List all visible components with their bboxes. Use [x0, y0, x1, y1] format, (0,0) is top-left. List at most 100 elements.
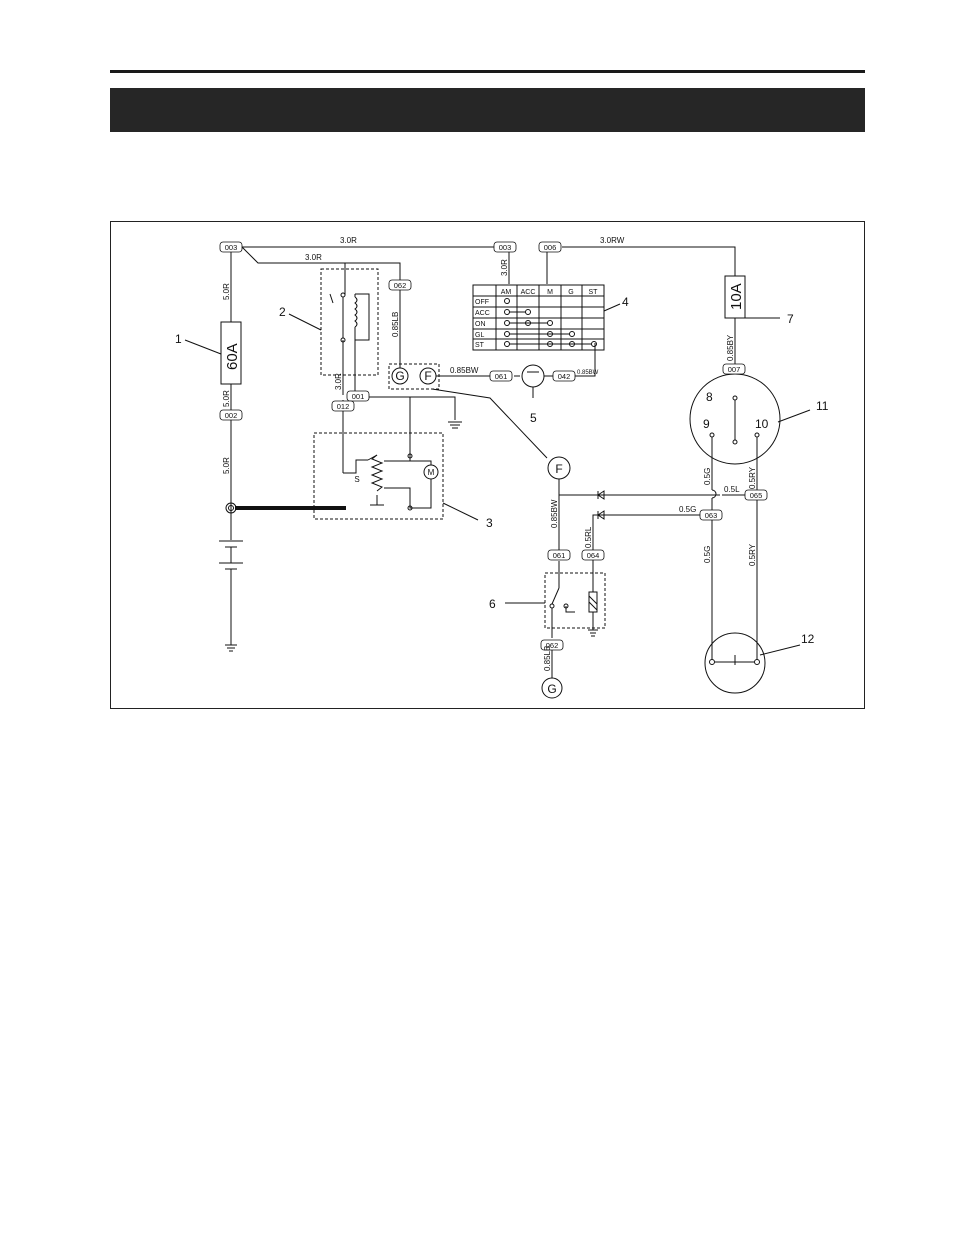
wire-label: 0.5RL [584, 526, 593, 548]
wire-label: 0.85LB [391, 312, 400, 337]
tag-061: 061 [495, 372, 508, 381]
indicator-lamp [522, 365, 544, 387]
wire-line [343, 460, 368, 473]
lamp-terminal [710, 660, 715, 665]
callout-11: 11 [816, 399, 829, 413]
relay-coil [355, 297, 357, 327]
switch-internal-contact [733, 440, 737, 444]
oil-switch-contact [550, 604, 554, 608]
callout-8: 8 [706, 390, 713, 404]
tag-062: 062 [394, 281, 407, 290]
switch-contact [570, 332, 575, 337]
callout-leader [604, 304, 620, 311]
table-header: ST [589, 289, 599, 296]
tag-003: 003 [499, 243, 512, 252]
table-row-label: ON [475, 321, 486, 328]
switch-terminal-8 [733, 396, 737, 400]
wire-line [384, 456, 410, 461]
wire-label: 0.5G [703, 546, 712, 563]
tag-061: 061 [553, 551, 566, 560]
wire-label: 3.0R [334, 373, 343, 390]
switch-terminal-10 [755, 433, 759, 437]
lamp-terminal [755, 660, 760, 665]
switch-contact [505, 299, 510, 304]
tag-064: 064 [587, 551, 600, 560]
tag-042: 042 [558, 372, 571, 381]
callout-10: 10 [755, 417, 769, 431]
wire-crossover [712, 490, 716, 498]
switch-contact [505, 321, 510, 326]
wire-label: 0.5G [703, 468, 712, 485]
relay-contact [341, 293, 345, 297]
solenoid-s-label: S [354, 475, 359, 484]
alternator-f-label: F [555, 462, 562, 476]
callout-9: 9 [703, 417, 710, 431]
callout-6: 6 [489, 597, 496, 611]
table-header: M [547, 289, 553, 296]
wire-label: 0.5RY [748, 543, 757, 566]
callout-leader [778, 410, 810, 422]
table-row-label: GL [475, 332, 484, 339]
alternator-g-label: G [395, 369, 404, 383]
wire-label: 0.85BW [450, 366, 479, 375]
callout-leader [443, 503, 478, 520]
tag-012: 012 [337, 402, 350, 411]
wire-label: 3.0R [305, 253, 322, 262]
switch-contact [548, 321, 553, 326]
callout-2: 2 [279, 305, 286, 319]
wire-label: 3.0R [340, 236, 357, 245]
starter-coil [372, 455, 382, 491]
fuse-60a-label: 60A [224, 343, 241, 370]
relay-switch-blade [330, 294, 333, 303]
callout-leader [289, 314, 321, 330]
callout-leader [760, 645, 800, 655]
motor-label: M [428, 468, 435, 477]
table-row-label: OFF [475, 299, 489, 306]
tag-007: 007 [728, 365, 741, 374]
switch-contact [505, 342, 510, 347]
tag-063: 063 [705, 511, 718, 520]
wire-line [593, 515, 718, 550]
wire-label: 0.85BW [550, 499, 559, 528]
wire-line [242, 247, 400, 280]
wire-line [562, 247, 735, 276]
alternator-f-label: F [424, 369, 431, 383]
callout-5: 5 [530, 411, 537, 425]
wire-label: 5.0R [222, 283, 231, 300]
wire-line [384, 479, 431, 508]
wire-label: 5.0R [222, 390, 231, 407]
switch-terminal-9 [710, 433, 714, 437]
switch-contact [505, 310, 510, 315]
ground-g-label: G [547, 682, 556, 696]
table-row-label: ACC [475, 310, 490, 317]
wire-label: 3.0RW [600, 236, 625, 245]
table-header: AM [501, 289, 512, 296]
table-header: G [568, 289, 573, 296]
wire-label: 0.5L [724, 485, 740, 494]
table-row-label: ST [475, 342, 485, 349]
switch-contact [505, 332, 510, 337]
callout-leader [185, 340, 221, 354]
wire-label: 0.85BW [577, 370, 599, 376]
oil-switch-blade [552, 588, 559, 604]
callout-7: 7 [787, 312, 794, 326]
callout-1: 1 [175, 332, 182, 346]
wire-label: 0.85LB [543, 646, 552, 671]
callout-12: 12 [801, 632, 815, 646]
table-header: ACC [521, 289, 536, 296]
callout-4: 4 [622, 295, 629, 309]
tag-002: 002 [225, 411, 238, 420]
wire-label: 0.85BY [726, 334, 735, 361]
callout-3: 3 [486, 516, 493, 530]
wire-line [410, 461, 431, 465]
switch-contact [592, 342, 597, 347]
tag-001: 001 [352, 392, 365, 401]
wire-label: 0.5RY [748, 466, 757, 489]
tag-003: 003 [225, 243, 238, 252]
wire-label: 5.0R [222, 457, 231, 474]
wire-label: 0.5G [679, 505, 696, 514]
tag-006: 006 [544, 243, 557, 252]
switch-contact [526, 310, 531, 315]
tag-065: 065 [750, 491, 763, 500]
